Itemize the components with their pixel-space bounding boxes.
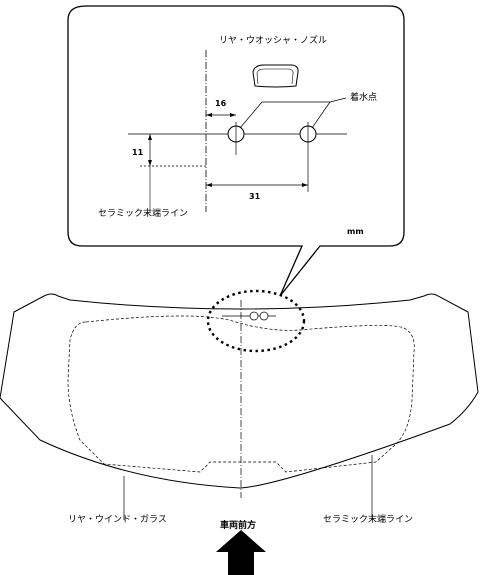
vehicle-front-label: 車両前方 xyxy=(220,521,257,531)
nozzle-shape xyxy=(252,64,299,88)
glass-ceramic-label: セラミック末端ライン xyxy=(323,515,414,525)
impact-leader xyxy=(239,97,347,129)
nozzle-label: リヤ・ウオッシャ・ノズル xyxy=(219,36,328,46)
unit-label: mm xyxy=(347,227,364,236)
vehicle-front-arrow xyxy=(216,530,266,575)
impact-point-label: 着水点 xyxy=(350,93,378,103)
dim-16: 16 xyxy=(215,99,227,108)
rear-glass-label: リヤ・ウインド・ガラス xyxy=(68,515,167,525)
callout-ceramic-label: セラミック末端ライン xyxy=(98,209,189,219)
ceramic-end-line xyxy=(67,315,415,473)
rear-glass-outline xyxy=(0,293,479,489)
nozzle-area-highlight xyxy=(206,289,306,353)
dim-31: 31 xyxy=(249,192,261,201)
dim-11: 11 xyxy=(132,148,144,157)
